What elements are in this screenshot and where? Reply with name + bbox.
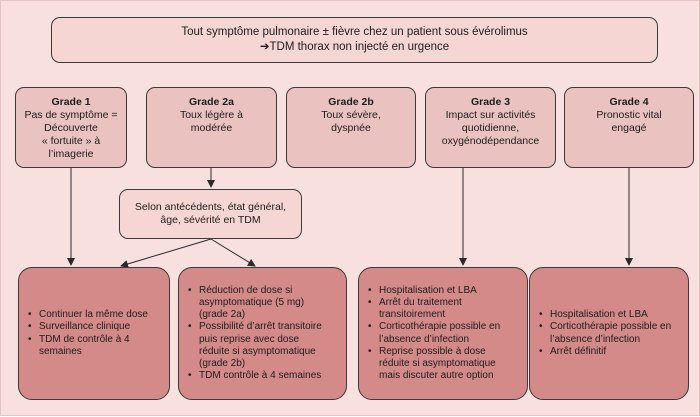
grade-4-line: Pronostic vital <box>596 109 662 121</box>
outcome-2-item: Possibilité d’arrêt transitoire puis rep… <box>187 321 340 370</box>
outcome-4-box: Hospitalisation et LBA Corticothérapie p… <box>529 267 689 400</box>
grade-1-line: Découverte <box>44 122 98 134</box>
outcome-1-item-text: Surveillance clinique <box>39 321 131 333</box>
grade-1-box: Grade 1 Pas de symptôme = Découverte « f… <box>15 87 127 168</box>
outcome-4-item-text: Arrêt définitif <box>550 345 607 357</box>
outcome-2-item: Réduction de dose si asymptomatique (5 m… <box>187 285 340 322</box>
outcome-2-list: Réduction de dose si asymptomatique (5 m… <box>187 285 340 383</box>
outcome-4-item-text: Hospitalisation et LBA <box>550 309 648 321</box>
grade-3-line: Impact sur activités <box>445 109 536 121</box>
grade-3-line: oxygénodépendance <box>441 135 540 147</box>
outcome-3-item: Hospitalisation et LBA <box>367 285 521 297</box>
outcome-2-item-text: réduite si asymptomatique <box>199 345 316 357</box>
outcome-4-item: Hospitalisation et LBA <box>538 309 682 321</box>
header-line-1: Tout symptôme pulmonaire ± fièvre chez u… <box>181 26 528 38</box>
outcome-4-item: Corticothérapie possible en l’absence d’… <box>538 321 682 345</box>
condition-line: âge, sévérité en TDM <box>160 214 261 226</box>
grade-1-line: « fortuite » à <box>41 135 101 147</box>
outcome-2-item-text: asymptomatique (5 mg) <box>199 296 305 308</box>
grade-2b-box: Grade 2b Toux sévère, dyspnée <box>286 87 416 168</box>
grade-4-title: Grade 4 <box>609 96 649 108</box>
outcome-2-item-text: Possibilité d’arrêt transitoire <box>199 321 322 333</box>
outcome-2-item-text: (grade 2b) <box>199 357 246 369</box>
outcome-1-item-text: TDM de contrôle à 4 <box>39 333 130 345</box>
grade-1-title: Grade 1 <box>51 96 91 108</box>
grade-2b-line: Toux sévère, <box>321 109 381 121</box>
outcome-1-item-text: Continuer la même dose <box>39 309 148 321</box>
outcome-1-item: Continuer la même dose <box>27 309 163 321</box>
outcome-4-item: Arrêt définitif <box>538 346 682 358</box>
condition-box: Selon antécédents, état général, âge, sé… <box>119 189 302 239</box>
grade-4-line: engagé <box>611 122 647 134</box>
outcome-3-item-text: mais discuter autre option <box>379 370 494 382</box>
outcome-3-item-text: réduite si asymptomatique <box>379 357 496 369</box>
outcome-3-box: Hospitalisation et LBA Arrêt du traiteme… <box>358 267 528 400</box>
arrow-condition-to-outcome1 <box>120 238 212 268</box>
grade-2a-line: Toux légère à <box>179 109 244 121</box>
outcome-3-item-text: Arrêt du traitement <box>379 296 462 308</box>
outcome-2-item-text: puis reprise avec dose <box>199 333 300 345</box>
arrow-condition-to-outcome2 <box>210 238 256 267</box>
grade-3-box: Grade 3 Impact sur activités quotidienne… <box>425 87 556 168</box>
outcome-1-item-text: semaines <box>39 345 82 357</box>
header-box: Tout symptôme pulmonaire ± fièvre chez u… <box>51 17 658 63</box>
grade-1-line: l’imagerie <box>48 148 94 160</box>
grade-2a-line: modérée <box>190 122 233 134</box>
outcome-2-box: Réduction de dose si asymptomatique (5 m… <box>178 267 347 400</box>
outcome-2-item-text: (grade 2a) <box>199 309 246 321</box>
grade-2a-box: Grade 2a Toux légère à modérée <box>146 87 277 168</box>
outcome-4-item-text: l’absence d’infection <box>550 333 641 345</box>
outcome-3-list: Hospitalisation et LBA Arrêt du traiteme… <box>367 285 521 383</box>
outcome-3-item-text: l’absence d’infection <box>379 333 470 345</box>
right-arrow-icon: ➔ <box>259 41 270 53</box>
outcome-1-item: Surveillance clinique <box>27 321 163 333</box>
grade-2b-title: Grade 2b <box>328 96 374 108</box>
outcome-3-item-text: Corticothérapie possible en <box>379 321 501 333</box>
outcome-2-item-text: Réduction de dose si <box>199 284 293 296</box>
outcome-2-item: TDM contrôle à 4 semaines <box>187 370 340 382</box>
outcome-3-item-text: Hospitalisation et LBA <box>379 284 477 296</box>
grade-4-box: Grade 4 Pronostic vital engagé <box>564 87 694 168</box>
outcome-4-list: Hospitalisation et LBA Corticothérapie p… <box>538 309 682 358</box>
grade-1-line: Pas de symptôme = <box>24 109 118 121</box>
outcome-1-box: Continuer la même dose Surveillance clin… <box>18 267 170 400</box>
grade-2a-title: Grade 2a <box>189 96 234 108</box>
outcome-2-item-text: TDM contrôle à 4 semaines <box>199 370 322 382</box>
grade-3-title: Grade 3 <box>470 96 511 108</box>
grade-3-line: quotidienne, <box>461 122 520 134</box>
header-line-2: ➔TDM thorax non injecté en urgence <box>52 40 657 55</box>
outcome-3-item: Arrêt du traitement transitoirement <box>367 297 521 321</box>
outcome-3-item-text: transitoirement <box>379 309 446 321</box>
outcome-3-item: Reprise possible à dose réduite si asymp… <box>367 346 521 383</box>
header-line-2-text: TDM thorax non injecté en urgence <box>269 41 450 53</box>
outcome-4-item-text: Corticothérapie possible en <box>550 321 672 333</box>
grade-2b-line: dyspnée <box>331 122 371 134</box>
outcome-3-item-text: Reprise possible à dose <box>379 345 486 357</box>
condition-line: Selon antécédents, état général, <box>134 201 287 213</box>
outcome-3-item: Corticothérapie possible en l’absence d’… <box>367 321 521 345</box>
outcome-1-list: Continuer la même dose Surveillance clin… <box>27 309 163 358</box>
